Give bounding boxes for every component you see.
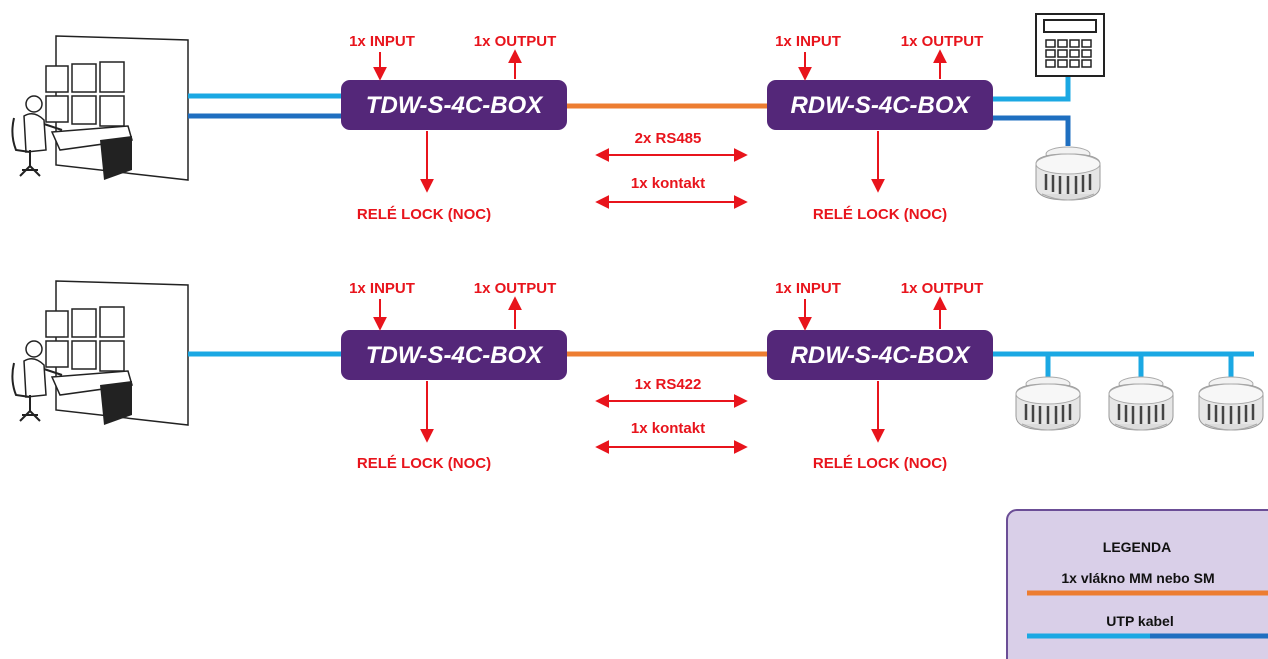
output-label: 1x OUTPUT bbox=[901, 280, 984, 297]
link-label: 2x RS485 bbox=[635, 130, 702, 147]
legend-utp-label: UTP kabel bbox=[1106, 613, 1173, 629]
smoke-detector-icon bbox=[1034, 145, 1102, 202]
input-label: 1x INPUT bbox=[775, 280, 841, 297]
link-label: 1x kontakt bbox=[631, 420, 705, 437]
transmitter-box-label: TDW-S-4C-BOX bbox=[366, 342, 544, 369]
receiver-box bbox=[767, 80, 993, 130]
receiver-box bbox=[767, 330, 993, 380]
relay-label: RELÉ LOCK (NOC) bbox=[357, 206, 491, 223]
utp-cable bbox=[992, 115, 1071, 146]
smoke-detector-icon bbox=[1107, 375, 1175, 432]
input-label: 1x INPUT bbox=[349, 33, 415, 50]
link-label: 1x RS422 bbox=[635, 376, 702, 393]
legend: LEGENDA 1x vlákno MM nebo SM UTP kabel bbox=[1006, 509, 1268, 659]
keypad-icon bbox=[1035, 13, 1105, 77]
transmitter-box-label: TDW-S-4C-BOX bbox=[366, 92, 544, 119]
utp-cable bbox=[1045, 354, 1234, 378]
receiver-box-label: RDW-S-4C-BOX bbox=[790, 342, 971, 369]
input-label: 1x INPUT bbox=[775, 33, 841, 50]
legend-fiber-label: 1x vlákno MM nebo SM bbox=[1061, 570, 1214, 586]
relay-label: RELÉ LOCK (NOC) bbox=[813, 455, 947, 472]
operator-workstation-icon bbox=[11, 280, 190, 426]
transmitter-box bbox=[341, 330, 567, 380]
link-label: 1x kontakt bbox=[631, 175, 705, 192]
smoke-detector-icon bbox=[1014, 375, 1082, 432]
receiver-box-label: RDW-S-4C-BOX bbox=[790, 92, 971, 119]
transmitter-box bbox=[341, 80, 567, 130]
output-label: 1x OUTPUT bbox=[474, 33, 557, 50]
output-label: 1x OUTPUT bbox=[901, 33, 984, 50]
operator-workstation-icon bbox=[11, 35, 190, 181]
input-label: 1x INPUT bbox=[349, 280, 415, 297]
smoke-detector-icon bbox=[1197, 375, 1265, 432]
output-label: 1x OUTPUT bbox=[474, 280, 557, 297]
relay-label: RELÉ LOCK (NOC) bbox=[813, 206, 947, 223]
relay-label: RELÉ LOCK (NOC) bbox=[357, 455, 491, 472]
legend-title: LEGENDA bbox=[1103, 539, 1171, 555]
utp-cable bbox=[992, 76, 1071, 102]
